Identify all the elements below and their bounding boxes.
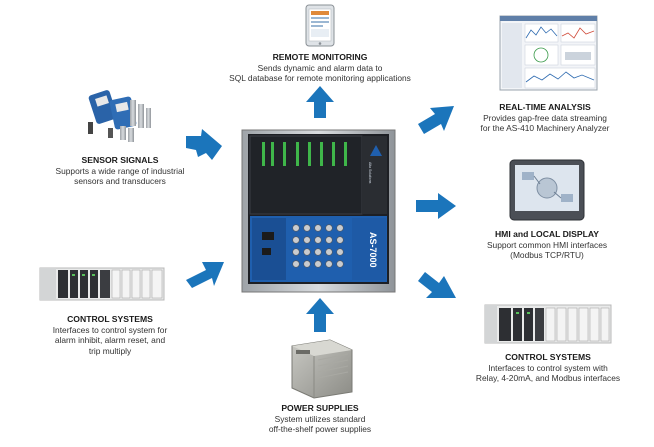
hmi-display-line-2: (Modbus TCP/RTU) [510,250,584,261]
control-systems-left-block: CONTROL SYSTEMS Interfaces to control sy… [20,314,200,356]
arrow-right-from-control-left [186,262,224,288]
arrow-up-to-remote-monitoring [306,86,334,118]
arrow-to-real-time-analysis [418,106,454,134]
arrow-right-from-sensors [186,129,222,160]
remote-monitoring-line-1: Sends dynamic and alarm data to [257,62,383,73]
control-systems-right-line-1: Interfaces to control system with [488,362,608,373]
control-systems-right-title: CONTROL SYSTEMS [505,352,591,362]
arrow-to-hmi [416,193,456,219]
control-systems-right-block: CONTROL SYSTEMS Interfaces to control sy… [450,352,646,384]
power-supplies-block: POWER SUPPLIES System utilizes standard … [240,403,400,435]
plc-right-image [484,304,612,344]
hmi-display-title: HMI and LOCAL DISPLAY [494,229,600,239]
sensors-image [88,90,151,142]
rack-brand-label: Alta Solutions [368,162,372,184]
hmi-display-line-1: Support common HMI interfaces [486,239,608,250]
tablet-image [305,4,335,47]
control-systems-left-line-2: alarm inhibit, alarm reset, and [54,335,166,346]
analyzer-screen-image [499,15,598,91]
remote-monitoring-title: REMOTE MONITORING [272,52,368,62]
real-time-analysis-line-1: Provides gap-free data streaming [483,112,607,123]
hmi-display-block: HMI and LOCAL DISPLAY Support common HMI… [462,229,632,261]
sensor-signals-line-1: Supports a wide range of industrial [55,165,185,176]
power-supplies-title: POWER SUPPLIES [281,403,359,413]
remote-monitoring-block: REMOTE MONITORING Sends dynamic and alar… [205,52,435,84]
power-supplies-line-2: off-the-shelf power supplies [268,424,372,435]
sensor-signals-line-2: sensors and transducers [74,176,166,187]
real-time-analysis-block: REAL-TIME ANALYSIS Provides gap-free dat… [455,102,635,134]
control-systems-left-line-3: trip multiply [88,345,132,356]
real-time-analysis-title: REAL-TIME ANALYSIS [499,102,591,112]
sensor-signals-block: SENSOR SIGNALS Supports a wide range of … [30,155,210,187]
real-time-analysis-line-2: for the AS-410 Machinery Analyzer [480,123,610,134]
plc-left-image [39,267,165,301]
control-systems-left-title: CONTROL SYSTEMS [67,314,153,324]
hmi-panel-image [509,159,585,221]
power-supply-image [291,339,353,399]
control-systems-left-line-1: Interfaces to control system for [52,324,168,335]
power-supplies-line-1: System utilizes standard [274,413,366,424]
as7000-rack-image: AS-7000 Alta Solutions [241,129,396,293]
remote-monitoring-line-2: SQL database for remote monitoring appli… [229,73,411,84]
sensor-signals-title: SENSOR SIGNALS [81,155,159,165]
control-systems-right-line-2: Relay, 4-20mA, and Modbus interfaces [475,373,621,384]
arrow-to-control-right [418,272,456,298]
arrow-up-from-power-supply [306,298,334,332]
rack-model-label: AS-7000 [368,232,378,268]
